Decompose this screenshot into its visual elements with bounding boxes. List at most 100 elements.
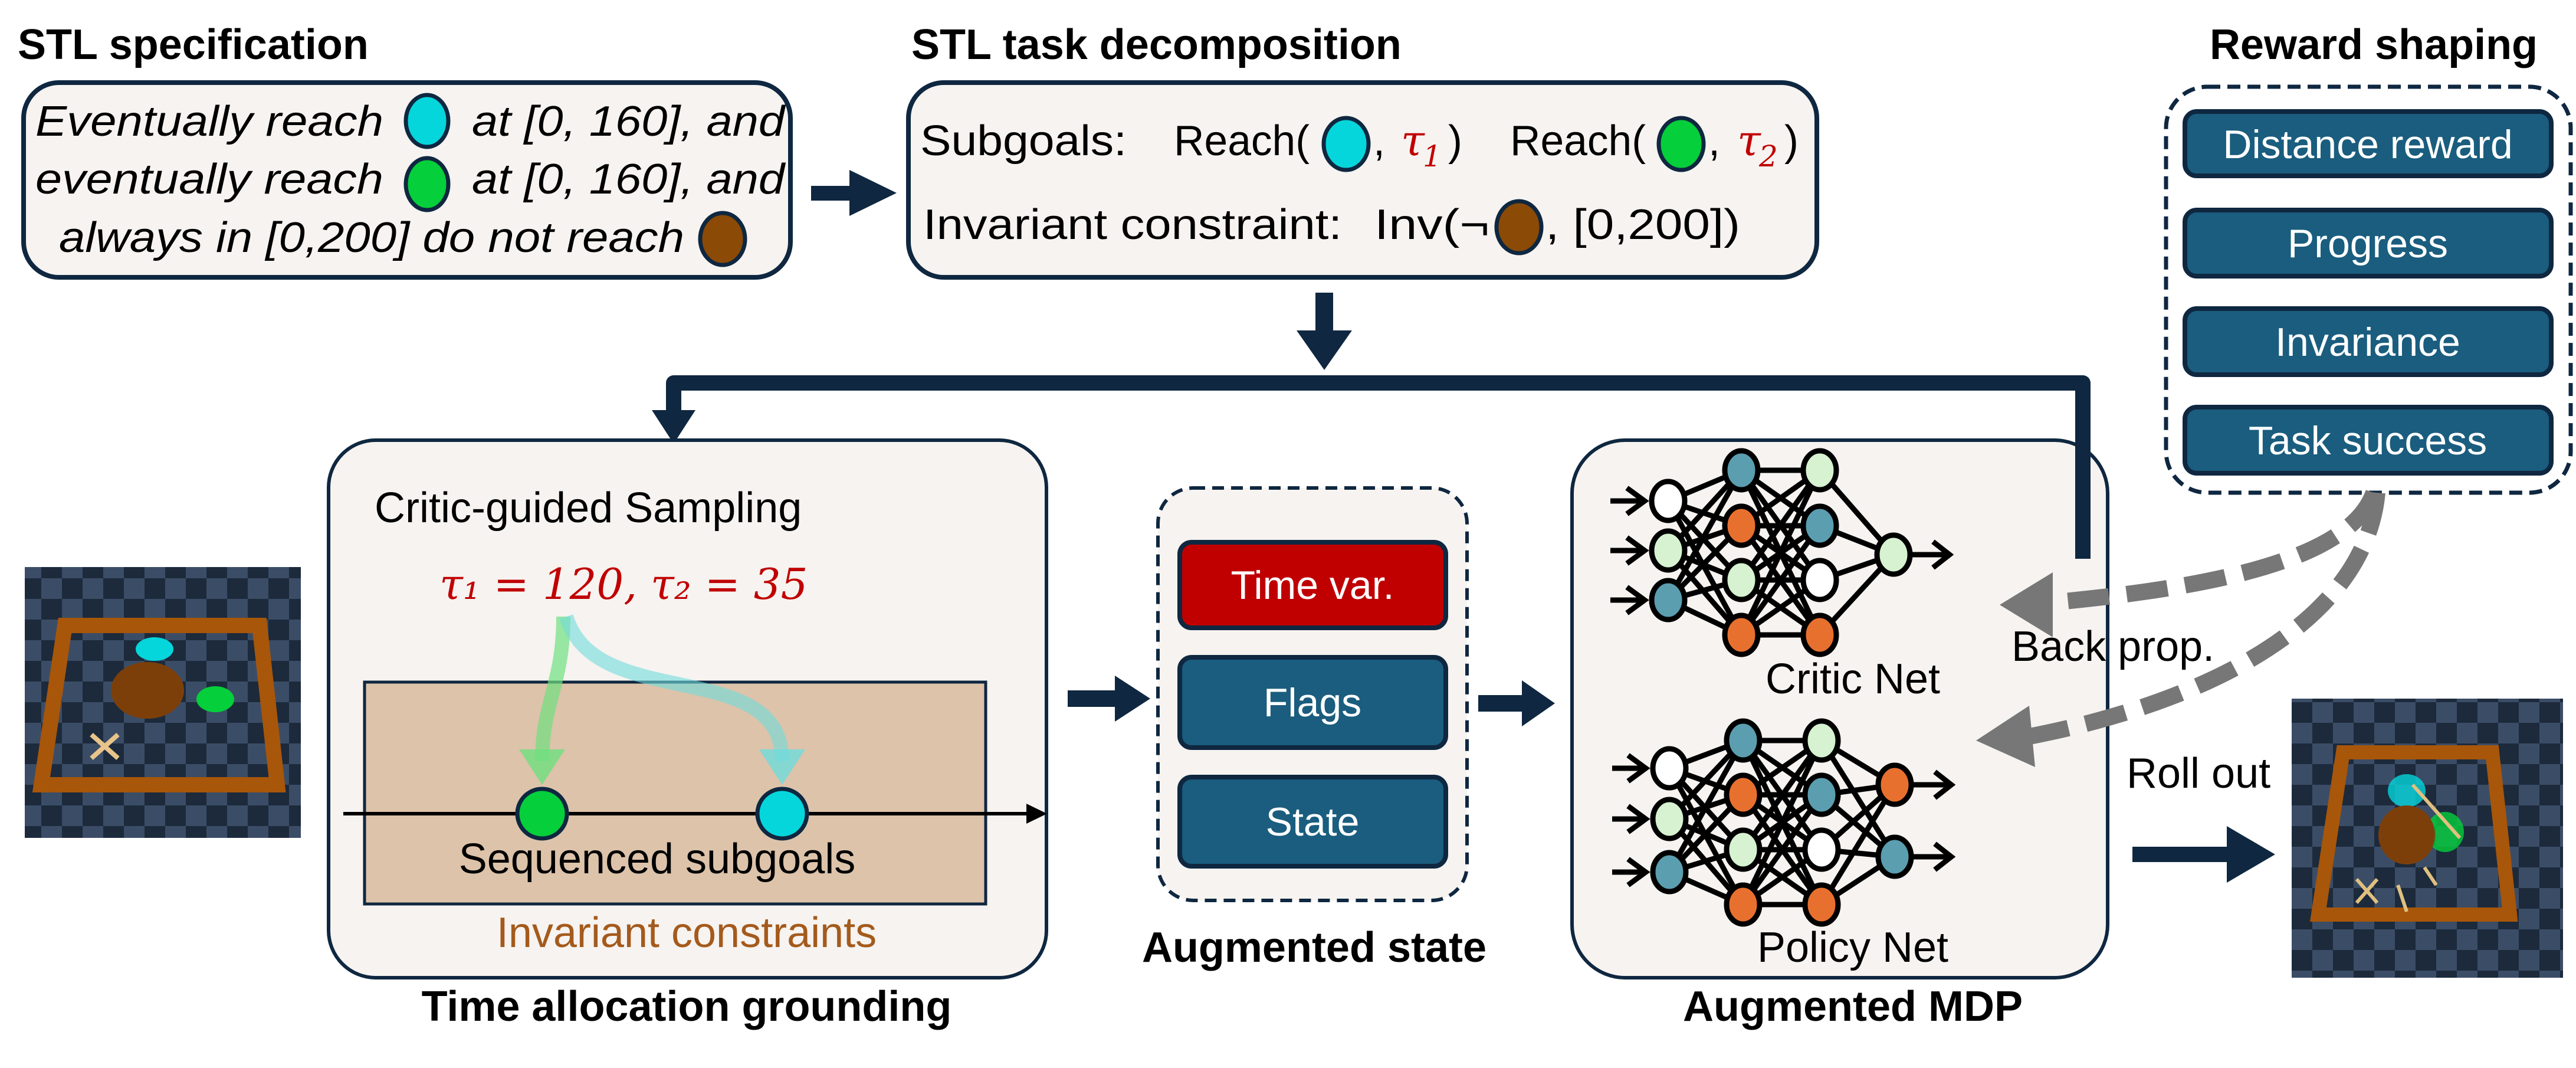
reward-shaping-title: Reward shaping [2210, 21, 2538, 68]
rollout-environment-image [2292, 699, 2563, 978]
cyan-goal-icon [1321, 116, 1371, 172]
backprop-arrowhead-critic [2000, 572, 2053, 637]
decomposition-title: STL task decomposition [911, 21, 1402, 68]
spec-line1-text: Eventually reach [35, 98, 383, 145]
reach2-comma: , [1708, 117, 1720, 165]
neuron-node [1722, 612, 1761, 657]
reach2-tau-subscript: 2 [1758, 139, 1778, 173]
reach1-comma: , [1373, 117, 1385, 165]
neuron-node [1649, 528, 1688, 573]
reach1-tau: τ [1401, 116, 1425, 165]
green-subgoal-marker [515, 787, 569, 841]
policy-net-label: Policy Net [1757, 924, 1948, 971]
state-item-time-var: Time var. [1177, 540, 1448, 630]
spec-line1-interval: at [0, 160], and [472, 98, 786, 145]
arrow-to-augmented-state [1068, 676, 1150, 722]
spec-line2-interval: at [0, 160], and [472, 156, 786, 203]
reward-item-label: Invariance [2275, 320, 2460, 365]
neuron-node [1649, 578, 1688, 623]
tau-values: τ₁ = 120, τ₂ = 35 [439, 559, 808, 609]
brown-obstacle-icon [698, 211, 747, 267]
neuron-node [1802, 772, 1841, 817]
green-goal-icon [403, 156, 451, 212]
net-edge [1741, 739, 1824, 851]
state-item-label: State [1266, 800, 1360, 844]
state-item-state: State [1177, 775, 1448, 869]
net-edge [1667, 739, 1745, 874]
cyan-goal-icon [403, 93, 451, 149]
neuron-node [1800, 448, 1839, 493]
neuron-node [1802, 827, 1841, 872]
brown-obstacle-icon [1494, 199, 1544, 255]
inv-open: Inv(¬ [1374, 201, 1489, 248]
reach1-tau-subscript: 1 [1423, 139, 1442, 173]
timeline-arrowhead [1026, 804, 1047, 824]
neuron-node [1649, 479, 1688, 523]
reward-shaping-box [2164, 84, 2573, 495]
reward-item-label: Distance reward [2223, 122, 2512, 167]
sequenced-subgoals-label: Sequenced subgoals [459, 836, 856, 883]
backprop-arrow-policy [2022, 492, 2385, 746]
net-edge [1739, 524, 1822, 637]
net-edge [1740, 739, 1824, 906]
neuron-node [1650, 797, 1689, 841]
net-edge [1819, 783, 1897, 906]
spec-line3-text: always in [0,200] do not reach [59, 214, 684, 261]
invariant-region [363, 680, 987, 906]
critic-net-label: Critic Net [1766, 656, 1940, 703]
arrow-spec-to-decomposition [811, 170, 897, 216]
reward-item-distance: Distance reward [2183, 109, 2554, 178]
neuron-node [1722, 558, 1761, 602]
neuron-node [1722, 448, 1761, 493]
cyan-subgoal-marker [755, 787, 809, 841]
net-edge [1666, 469, 1744, 602]
neuron-node [1650, 850, 1689, 895]
input-arrowhead [1626, 753, 1650, 784]
backprop-arrow-critic [2046, 489, 2382, 611]
invariant-label: Invariant constraint: [923, 201, 1342, 248]
net-edge [1819, 739, 1897, 859]
neuron-node [1800, 612, 1839, 657]
net-edge [1741, 793, 1824, 906]
reward-item-task-success: Task success [2183, 405, 2554, 476]
neuron-node [1800, 503, 1839, 548]
augmented-mdp-title: Augmented MDP [1683, 983, 2023, 1030]
reward-item-label: Progress [2288, 221, 2448, 266]
reach1-close: ) [1448, 117, 1462, 165]
rollout-label: Roll out [2127, 750, 2270, 797]
neuron-node [1875, 762, 1914, 807]
sample-arrowhead-green [519, 749, 565, 785]
neuron-node [1724, 882, 1763, 927]
state-item-flags: Flags [1177, 655, 1448, 750]
output-arrowhead [1933, 769, 1956, 800]
backprop-arrowhead-policy [1976, 706, 2035, 767]
arrow-decomposition-down [1297, 293, 1352, 370]
reach2-label: Reach( [1510, 117, 1646, 165]
reach2-close: ) [1784, 117, 1799, 165]
net-edge [1738, 469, 1823, 636]
invariant-constraints-label: Invariant constraints [497, 909, 877, 956]
output-arrowhead [1931, 539, 1954, 570]
sampling-label: Critic-guided Sampling [375, 484, 802, 532]
inv-close: , [0,200]) [1545, 201, 1740, 248]
subgoals-label: Subgoals: [920, 117, 1127, 165]
input-arrowhead [1625, 486, 1649, 516]
backprop-label: Back prop. [2011, 623, 2214, 670]
augmented-state-title: Augmented state [1142, 924, 1486, 971]
green-goal-icon [1656, 116, 1706, 172]
neuron-node [1802, 882, 1841, 927]
state-item-label: Time var. [1230, 563, 1394, 608]
net-edge [1739, 469, 1822, 582]
neuron-node [1800, 558, 1839, 602]
sample-arrow-green [535, 616, 570, 762]
neuron-node [1874, 532, 1913, 577]
input-arrowhead [1625, 535, 1649, 566]
output-arrowhead [1933, 841, 1956, 872]
input-arrowhead [1625, 585, 1649, 615]
reach2-tau: τ [1737, 116, 1761, 165]
neuron-node [1875, 834, 1914, 879]
neuron-node [1724, 772, 1763, 817]
input-arrowhead [1626, 857, 1650, 887]
neuron-node [1650, 746, 1689, 791]
